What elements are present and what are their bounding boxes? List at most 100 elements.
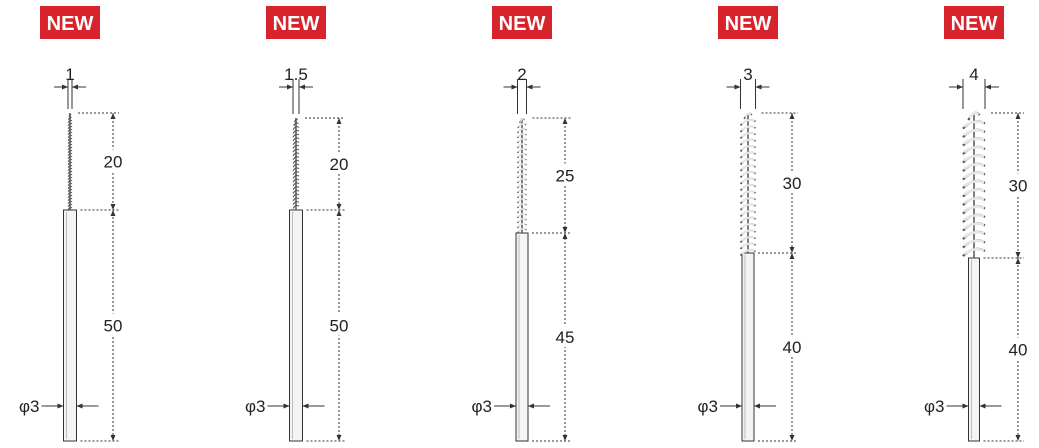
label-backing <box>779 335 805 357</box>
bristle-tuft <box>292 163 300 168</box>
bristle-tuft-highlight <box>517 213 526 218</box>
bristle-tuft-highlight <box>518 123 526 128</box>
bristle-tuft-highlight <box>744 112 752 118</box>
arrowhead <box>72 84 78 90</box>
bristle-tuft <box>292 129 300 134</box>
arrowhead <box>1015 435 1021 441</box>
arrowhead <box>336 118 342 124</box>
bristle-tuft-highlight <box>740 210 755 216</box>
new-badge-label: NEW <box>273 13 320 35</box>
arrowhead <box>511 84 518 90</box>
bristle-tuft-highlight <box>963 213 985 222</box>
label-backing <box>100 149 126 172</box>
bristle-tuft <box>67 182 73 187</box>
shank <box>968 257 980 442</box>
bristle-tuft <box>67 161 73 166</box>
arrowhead <box>110 435 116 441</box>
bristle-tuft-highlight <box>963 188 985 196</box>
arrowhead <box>734 84 741 90</box>
bristle-tuft-highlight <box>740 132 755 138</box>
bristle-tuft <box>67 185 73 190</box>
bristle-tuft <box>67 170 73 175</box>
bristle-tuft-highlight <box>517 138 526 143</box>
bristle-tuft-highlight <box>517 193 526 198</box>
bristle-tuft-highlight <box>740 138 755 145</box>
bristle-tuft <box>67 200 73 205</box>
bristle-tuft-highlight <box>517 153 526 158</box>
label-backing <box>779 171 805 193</box>
arrowhead <box>1015 252 1021 258</box>
arrowhead <box>528 403 534 409</box>
bristle-brush <box>962 111 986 258</box>
bristle-tuft <box>67 206 73 211</box>
bristle-tuft-highlight <box>517 143 526 148</box>
arrowhead <box>110 204 116 210</box>
bristle-brush <box>67 113 73 211</box>
arrowhead <box>957 84 963 90</box>
bristle-tuft-highlight <box>517 183 526 188</box>
bristle-tuft-highlight <box>740 223 755 229</box>
bristle-tuft <box>67 128 73 133</box>
bristle-tuft-highlight <box>740 249 755 255</box>
bristle-tuft-highlight <box>740 171 755 177</box>
bristle-tuft-highlight <box>517 188 526 193</box>
bristle-tuft <box>292 148 300 153</box>
bristle-tuft <box>67 149 73 154</box>
new-badge <box>40 6 100 39</box>
arrowhead <box>336 204 342 210</box>
label-backing <box>1005 173 1031 196</box>
bristle-tuft <box>67 188 73 193</box>
bristle-tuft <box>292 197 300 202</box>
bristle-tuft-highlight <box>740 229 755 236</box>
arrowhead <box>562 227 568 233</box>
arrowhead <box>57 403 64 409</box>
arrowhead <box>110 113 116 119</box>
bristle-tuft <box>67 203 73 208</box>
arrowhead <box>789 247 795 253</box>
bristle-tuft-highlight <box>963 145 985 154</box>
bristle-tuft <box>292 137 300 142</box>
bristle-tuft-highlight <box>963 120 985 128</box>
label-backing <box>326 313 352 336</box>
bristle-tuft <box>292 186 300 191</box>
bristle-tuft <box>67 152 73 157</box>
bristle-tuft-highlight <box>740 151 755 158</box>
bristle-tuft <box>292 193 300 198</box>
bristle-tuft <box>292 178 300 183</box>
bristle-tuft <box>67 194 73 199</box>
bristle-brush <box>739 112 756 256</box>
bristle-tuft <box>67 197 73 202</box>
bristle-tuft <box>67 125 73 130</box>
new-badge <box>266 6 326 39</box>
bristle-tuft-highlight <box>963 162 985 171</box>
bristle-tuft <box>292 152 300 157</box>
bristle-tuft-highlight <box>963 137 985 145</box>
bristle-tuft-highlight <box>968 111 980 119</box>
new-badge-label: NEW <box>725 13 772 35</box>
bristle-tuft <box>292 159 300 164</box>
new-badge <box>718 6 778 39</box>
brush-length-label: 25 <box>556 167 575 186</box>
label-backing <box>552 325 578 347</box>
arrowhead <box>283 403 290 409</box>
label-backing <box>1005 337 1031 360</box>
bristle-tuft <box>67 176 73 181</box>
shank-length-label: 40 <box>783 338 802 357</box>
new-badge-label: NEW <box>499 13 546 35</box>
bristle-tuft-highlight <box>740 125 755 132</box>
bristle-tuft-highlight <box>517 168 526 173</box>
bristle-tuft-highlight <box>740 190 755 197</box>
bristle-tuft-highlight <box>740 184 755 190</box>
bristle-tuft <box>292 144 300 149</box>
bristle-tuft-highlight <box>517 158 526 163</box>
shank-length-label: 50 <box>104 317 123 336</box>
bristle-tuft <box>292 126 300 131</box>
new-badge <box>944 6 1004 39</box>
bristle-brush <box>292 118 300 210</box>
bristle-tuft <box>67 131 73 136</box>
bristle-tuft-highlight <box>517 203 526 208</box>
